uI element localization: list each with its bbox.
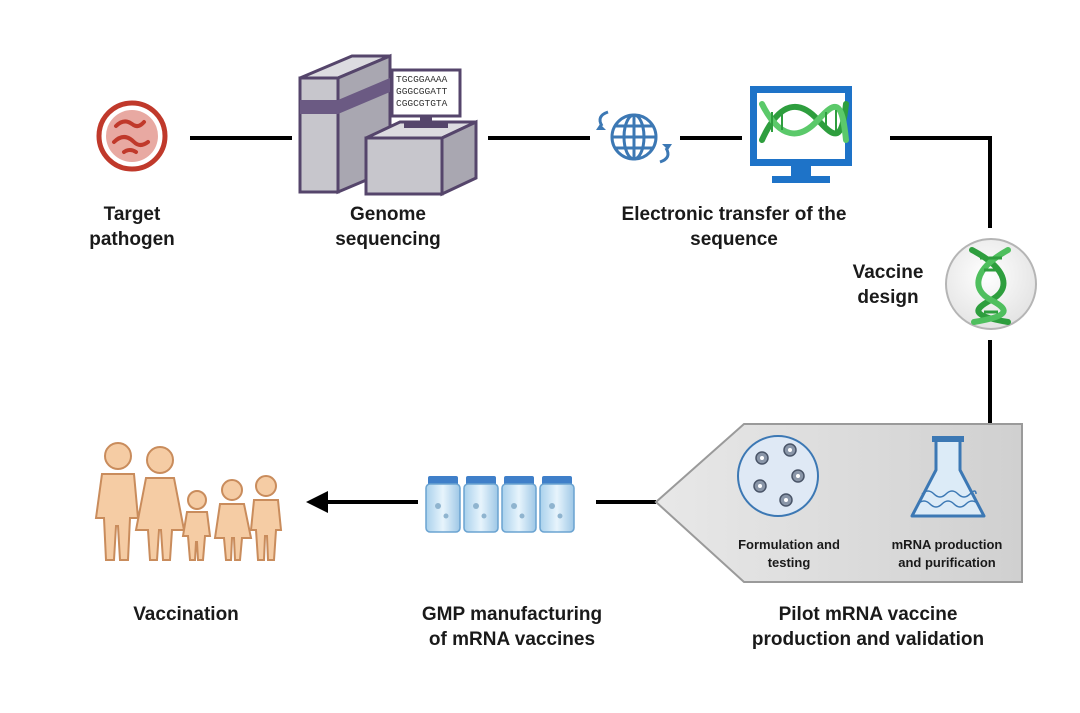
globe-icon [596,110,672,164]
vial [463,476,499,533]
vial [425,476,461,533]
label-gmp-manufacturing: GMP manufacturing of mRNA vaccines [422,604,602,650]
svg-text:TGCGGAAAA: TGCGGAAAA [396,74,448,85]
svg-text:CGGCGTGTA: CGGCGTGTA [396,98,448,109]
vaccine-vials-icon [425,476,575,533]
svg-text:of mRNA vaccines: of mRNA vaccines [429,629,595,650]
svg-text:GMP manufacturing: GMP manufacturing [422,604,602,625]
label-formulation: Formulation and testing [738,537,840,570]
connector-monitor-design [890,136,992,228]
svg-text:Pilot mRNA vaccine: Pilot mRNA vaccine [779,604,958,625]
svg-text:Formulation and: Formulation and [738,537,840,552]
label-electronic-transfer: Electronic transfer of the sequence [622,204,847,250]
genome-sequencer-icon: TGCGGAAAA GGGCGGATT CGGCGTGTA [298,53,478,197]
svg-text:production and validation: production and validation [752,629,984,650]
svg-text:mRNA production: mRNA production [892,537,1003,552]
person-adult-man [94,442,140,561]
svg-text:GGGCGGATT: GGGCGGATT [396,86,448,97]
label-vaccination: Vaccination [133,604,239,625]
pilot-production-panel: Formulation and testing mRNA production … [654,423,1023,583]
person-child-small [181,490,212,561]
svg-text:and purification: and purification [898,555,996,570]
svg-text:Genome: Genome [350,204,426,225]
svg-text:Vaccine: Vaccine [853,262,924,283]
svg-text:pathogen: pathogen [89,229,175,250]
svg-text:sequencing: sequencing [335,229,441,250]
label-mrna-production: mRNA production and purification [892,537,1003,570]
person-child-girl [213,479,253,561]
vial [539,476,575,533]
flask-icon [910,436,986,518]
label-target-pathogen: Target pathogen [89,204,175,250]
person-child-boy [249,475,283,561]
vial [501,476,537,533]
svg-text:testing: testing [768,555,811,570]
label-genome-sequencing: Genome sequencing [335,204,441,250]
svg-text:Target: Target [104,204,161,225]
connector-lines [190,136,992,504]
person-adult-woman [134,446,186,561]
label-pilot-production: Pilot mRNA vaccine production and valida… [752,604,984,650]
vaccine-design-dna-icon [945,238,1037,330]
svg-text:sequence: sequence [690,229,778,250]
pathogen-icon [96,100,168,172]
svg-text:Electronic transfer of the: Electronic transfer of the [622,204,847,225]
formulation-nanoparticles-icon [737,435,819,517]
label-vaccine-design: Vaccine design [853,262,924,308]
monitor-dna-icon [750,86,852,183]
arrow-head [306,491,328,513]
svg-text:design: design [857,287,918,308]
people-family-icon [94,442,283,561]
